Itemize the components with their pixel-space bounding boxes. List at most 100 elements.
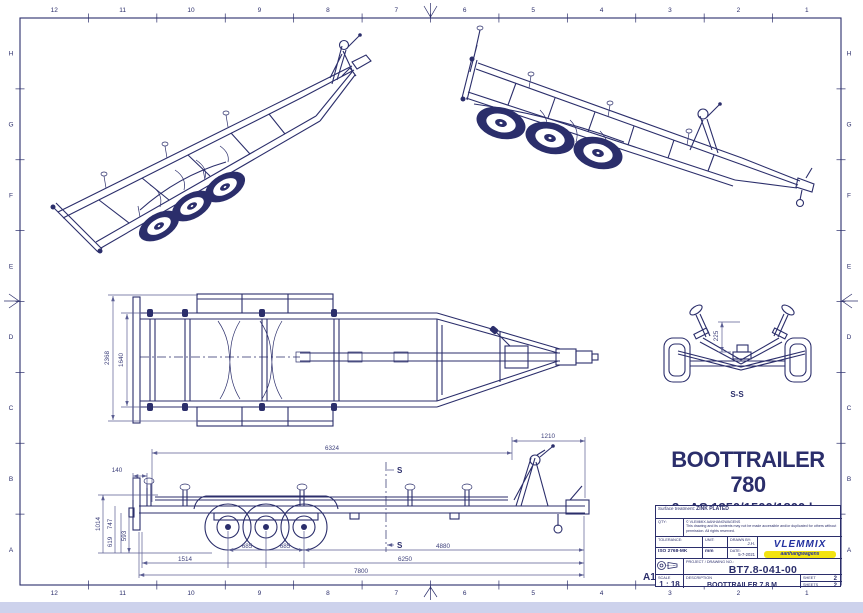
- date-cell: DATE: 5-7-2021: [728, 548, 758, 559]
- drawn-by-value: J.H.: [747, 541, 755, 547]
- winch: [338, 39, 350, 51]
- bunk-brackets: [147, 309, 499, 411]
- grid-label: F: [847, 192, 851, 199]
- dim-label: 225: [713, 330, 720, 341]
- wheels: [476, 106, 623, 170]
- sheets-value: 2: [833, 582, 837, 589]
- coupler: [795, 177, 815, 193]
- logo-subtitle: aanhangwagens: [764, 551, 836, 558]
- grid-label: 5: [531, 7, 535, 14]
- grid-label: 10: [187, 590, 195, 597]
- grid-label: G: [8, 122, 13, 129]
- scale-value: 1 : 18: [659, 580, 680, 588]
- copyright-line1: © VLEMMIX AANHANGWAGENS: [686, 520, 741, 524]
- winch: [697, 108, 709, 120]
- grid-label: 4: [600, 590, 604, 597]
- tolerance-label: TOLERANCE:: [658, 538, 683, 542]
- dim-label: 1014: [95, 517, 102, 532]
- drawn-by-label: DRAWN BY:: [730, 538, 752, 542]
- grid-label: 9: [258, 7, 262, 14]
- winch: [529, 454, 541, 466]
- date-label: DATE:: [730, 549, 741, 553]
- grid-label: D: [9, 334, 14, 341]
- section-view-label: S-S: [730, 390, 744, 399]
- grid-label: B: [847, 476, 851, 483]
- copyright-cell: © VLEMMIX AANHANGWAGENS This drawing and…: [684, 519, 842, 537]
- title-block: Surface treatment: ZINK PLATED QTY: © VL…: [655, 505, 842, 589]
- sheets-cell: SHEETS 2: [801, 582, 842, 589]
- grid-label: 6: [463, 7, 467, 14]
- dim-label: 685: [242, 543, 253, 550]
- sheet-label: SHEET: [803, 576, 816, 580]
- surface-treatment-label: Surface treatment:: [658, 506, 696, 511]
- grid-label: E: [9, 263, 14, 270]
- date-value: 5-7-2021: [738, 552, 755, 558]
- dim-label: 6324: [325, 445, 340, 452]
- grid-label: 8: [326, 590, 330, 597]
- grid-label: B: [9, 476, 13, 483]
- qty-cell: QTY:: [656, 519, 684, 537]
- grid-label: 11: [119, 590, 126, 597]
- dim-label: 140: [112, 467, 123, 474]
- dim-label: 2368: [104, 351, 111, 366]
- unit-value: mm: [705, 549, 714, 554]
- unit-label: UNIT:: [705, 538, 715, 542]
- grid-label: 9: [258, 590, 262, 597]
- sheet-cell: SHEET 2: [801, 575, 842, 582]
- dim-label: 619: [107, 536, 114, 547]
- grid-label: 12: [51, 7, 59, 14]
- description-cell: DESCRIPTION BOOTTRAILER 7.8 M: [684, 575, 801, 588]
- grid-label: 1: [805, 590, 809, 597]
- tolerance-label-cell: TOLERANCE:: [656, 537, 703, 548]
- grid-label: H: [847, 51, 852, 58]
- dim-label: 747: [107, 518, 114, 529]
- dim-label: 1514: [178, 556, 193, 563]
- fender: [473, 103, 625, 143]
- grid-label: 4: [600, 7, 604, 14]
- dim-label: 1640: [118, 353, 125, 368]
- side-view: S S 6324 1210 140 1014 747 619 593 685 6…: [95, 433, 589, 578]
- iso-view-rear: [50, 33, 372, 254]
- vlemmix-logo: VLEMMIX aanhangwagens: [758, 537, 842, 559]
- scale-cell: SCALE 1 : 18: [656, 575, 684, 588]
- grid-label: 12: [51, 590, 59, 597]
- grid-label: 1: [805, 7, 809, 14]
- grid-label: F: [9, 192, 13, 199]
- grid-label: D: [847, 334, 852, 341]
- dim-label: 1210: [541, 433, 556, 440]
- jockey-wheel: [553, 524, 563, 534]
- grid-label: A: [9, 547, 14, 554]
- dim-label: 7800: [354, 568, 369, 575]
- description-label: DESCRIPTION: [686, 576, 712, 580]
- grid-label: 6: [463, 590, 467, 597]
- dim-label: 4880: [436, 543, 451, 550]
- projection-symbol-cell: [656, 559, 684, 575]
- dim-label: 685: [280, 543, 291, 550]
- grid-label: C: [9, 405, 14, 412]
- sheets-label: SHEETS: [803, 582, 819, 587]
- grid-label: H: [9, 51, 14, 58]
- fender: [139, 161, 227, 211]
- drawing-title-main: BOOTTRAILER 780: [671, 447, 825, 498]
- logo-name: VLEMMIX: [773, 539, 827, 550]
- grid-label: 8: [326, 7, 330, 14]
- jockey-wheel: [795, 198, 805, 208]
- drawing-number-cell: PROJECT / DRAWING NO.: BT7.8-041-00: [684, 559, 842, 575]
- grid-label: 2: [737, 7, 741, 14]
- dim-label: 593: [121, 530, 128, 541]
- grid-label: 11: [119, 7, 126, 14]
- description-value: BOOTTRAILER 7.8 M: [706, 582, 777, 588]
- bottom-bar: [0, 602, 863, 613]
- drawing-number-label: PROJECT / DRAWING NO.:: [686, 560, 734, 564]
- grid-label: C: [847, 405, 852, 412]
- surface-treatment-cell: Surface treatment: ZINK PLATED: [656, 506, 842, 519]
- centering-marks: [4, 3, 858, 600]
- section-cut-label: S: [397, 541, 403, 550]
- section-cut-label: S: [397, 466, 403, 475]
- first-angle-projection-icon: [657, 561, 679, 570]
- tolerance-value: ISO 2768-MK: [658, 549, 688, 554]
- grid-label: 3: [668, 590, 672, 597]
